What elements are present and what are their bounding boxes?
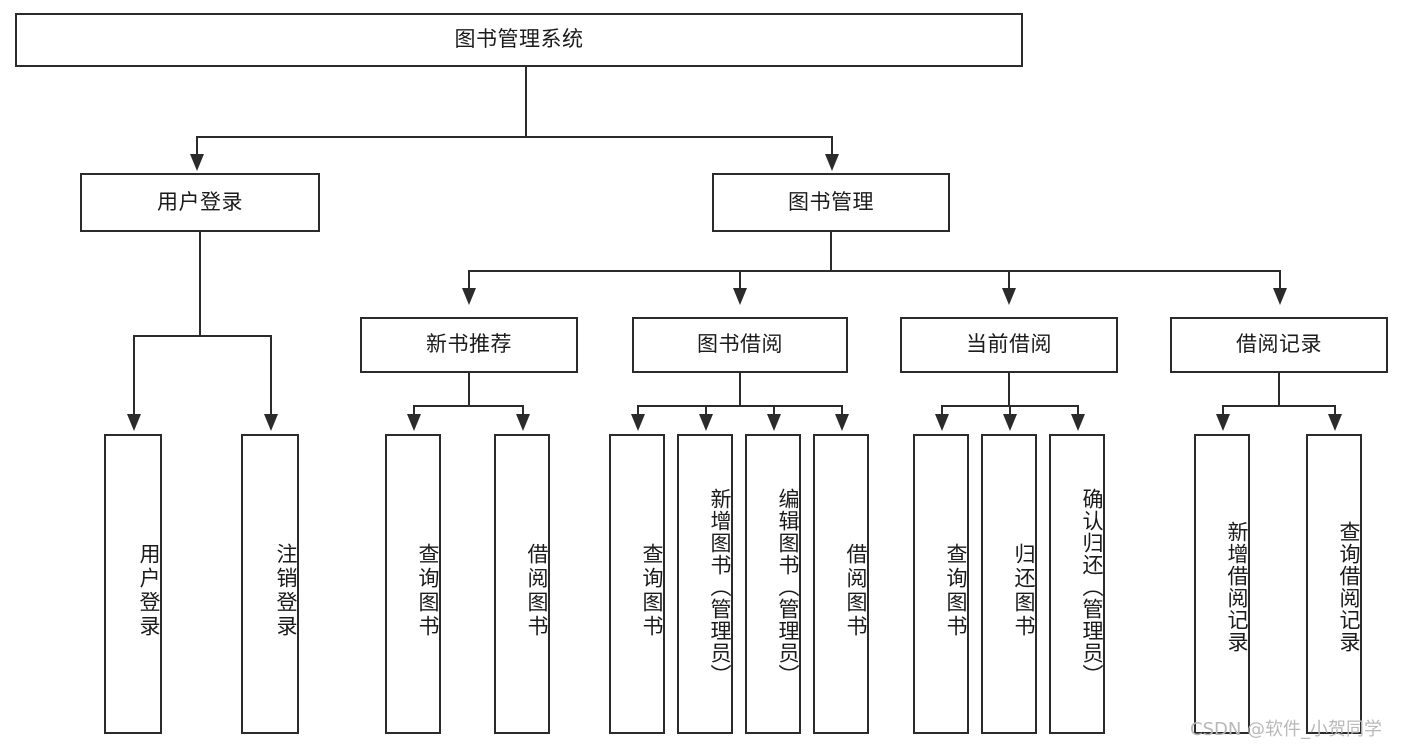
arrowhead-book-manage — [825, 154, 839, 171]
arrowhead-leaf-query-record — [1328, 414, 1342, 431]
node-label: 当前借阅 — [966, 332, 1052, 357]
connector-br-stem — [1278, 373, 1280, 406]
node-book-borrow[interactable]: 图书借阅 — [632, 317, 848, 373]
leaf-query-book-3[interactable]: 查询图书 — [913, 434, 969, 734]
leaf-user-login[interactable]: 用户登录 — [104, 434, 162, 734]
leaf-borrow-book-2[interactable]: 借阅图书 — [813, 434, 869, 734]
leaf-edit-book[interactable]: 编辑图书（管理员） — [745, 434, 801, 734]
arrowhead-current-borrow — [1002, 288, 1016, 305]
connector-cb-drop-1 — [941, 405, 943, 418]
arrowhead-book-borrow — [733, 288, 747, 305]
arrowhead-new-book-rec — [462, 288, 476, 305]
connector-bm-drop-4 — [1279, 270, 1281, 292]
connector-bm-drop-1 — [468, 270, 470, 292]
connector-cb-stem — [1008, 373, 1010, 406]
node-label: 新书推荐 — [426, 332, 512, 357]
node-root-system[interactable]: 图书管理系统 — [15, 13, 1023, 67]
node-label: 图书管理系统 — [454, 27, 584, 52]
node-user-login[interactable]: 用户登录 — [80, 173, 320, 232]
node-label: 查询借阅记录 — [1337, 521, 1361, 653]
leaf-confirm-return[interactable]: 确认归还（管理员） — [1049, 434, 1105, 734]
arrowhead-leaf-borrow-book-1 — [516, 414, 530, 431]
node-label: 借阅记录 — [1236, 332, 1322, 357]
leaf-query-book-2[interactable]: 查询图书 — [609, 434, 665, 734]
connector-bm-drop-2 — [739, 270, 741, 292]
node-book-manage[interactable]: 图书管理 — [712, 173, 950, 232]
node-label: 查询图书 — [640, 543, 664, 639]
connector-bb-drop-3 — [773, 405, 775, 418]
connector-user-login-drop-1 — [133, 335, 135, 418]
node-label: 注销登录 — [274, 543, 298, 639]
arrowhead-leaf-return-book — [1003, 414, 1017, 431]
arrowhead-leaf-edit-book — [767, 414, 781, 431]
connector-root-stem — [525, 67, 527, 137]
arrowhead-leaf-logout — [264, 414, 278, 431]
csdn-watermark: CSDN @软件_小贺同学 — [1190, 719, 1383, 740]
connector-user-login-drop-2 — [270, 335, 272, 418]
connector-nbr-stem — [468, 373, 470, 406]
node-label: 新增借阅记录 — [1225, 521, 1249, 653]
node-label: 图书管理 — [788, 189, 874, 214]
connector-root-to-book-manage — [831, 136, 833, 158]
node-current-borrow[interactable]: 当前借阅 — [900, 317, 1118, 373]
arrowhead-leaf-query-book-2 — [631, 414, 645, 431]
connector-br-bus — [1223, 405, 1336, 407]
connector-nbr-bus — [414, 405, 524, 407]
node-label: 图书借阅 — [697, 332, 783, 357]
connector-cb-drop-3 — [1077, 405, 1079, 418]
connector-book-manage-bus — [469, 270, 1280, 272]
connector-bb-bus — [638, 405, 843, 407]
leaf-return-book[interactable]: 归还图书 — [981, 434, 1037, 734]
leaf-query-book-1[interactable]: 查询图书 — [385, 434, 441, 734]
node-label: 借阅图书 — [844, 543, 868, 639]
leaf-query-record[interactable]: 查询借阅记录 — [1306, 434, 1362, 734]
connector-bb-stem — [739, 373, 741, 406]
node-label: 借阅图书 — [525, 543, 549, 639]
connector-root-to-user-login — [196, 136, 198, 158]
arrowhead-leaf-confirm-return — [1071, 414, 1085, 431]
node-label: 查询图书 — [944, 543, 968, 639]
node-new-book-rec[interactable]: 新书推荐 — [360, 317, 578, 373]
arrowhead-leaf-query-book-1 — [407, 414, 421, 431]
leaf-borrow-book-1[interactable]: 借阅图书 — [494, 434, 550, 734]
arrowhead-borrow-record — [1273, 288, 1287, 305]
node-label: 编辑图书（管理员） — [776, 488, 800, 686]
connector-book-manage-stem — [830, 232, 832, 271]
node-label: 确认归还（管理员） — [1080, 488, 1104, 686]
arrowhead-leaf-query-book-3 — [935, 414, 949, 431]
connector-bb-drop-1 — [637, 405, 639, 418]
connector-nbr-drop-2 — [522, 405, 524, 418]
node-label: 新增图书（管理员） — [708, 488, 732, 686]
leaf-add-record[interactable]: 新增借阅记录 — [1194, 434, 1250, 734]
node-label: 归还图书 — [1012, 543, 1036, 639]
connector-user-login-bus — [134, 335, 272, 337]
connector-bb-drop-2 — [705, 405, 707, 418]
arrowhead-leaf-add-record — [1216, 414, 1230, 431]
node-borrow-record[interactable]: 借阅记录 — [1170, 317, 1388, 373]
leaf-logout[interactable]: 注销登录 — [241, 434, 299, 734]
connector-root-bus — [197, 136, 833, 138]
node-label: 查询图书 — [416, 543, 440, 639]
arrowhead-leaf-user-login — [127, 414, 141, 431]
connector-nbr-drop-1 — [413, 405, 415, 418]
arrowhead-leaf-borrow-book-2 — [835, 414, 849, 431]
connector-bm-drop-3 — [1008, 270, 1010, 292]
arrowhead-user-login — [190, 154, 204, 171]
connector-user-login-stem — [199, 232, 201, 336]
leaf-add-book[interactable]: 新增图书（管理员） — [677, 434, 733, 734]
connector-br-drop-1 — [1222, 405, 1224, 418]
node-label: 用户登录 — [137, 543, 161, 639]
node-label: 用户登录 — [157, 189, 243, 214]
arrowhead-leaf-add-book — [699, 414, 713, 431]
connector-bb-drop-4 — [841, 405, 843, 418]
connector-br-drop-2 — [1334, 405, 1336, 418]
connector-cb-drop-2 — [1009, 405, 1011, 418]
